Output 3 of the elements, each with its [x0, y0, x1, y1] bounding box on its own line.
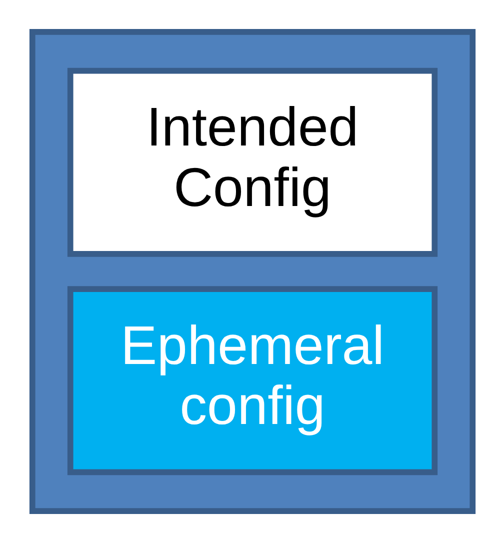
- node-box: Intended Config: [66, 68, 438, 257]
- node-box: Ephemeral config: [66, 286, 438, 476]
- cluster: [28, 28, 476, 514]
